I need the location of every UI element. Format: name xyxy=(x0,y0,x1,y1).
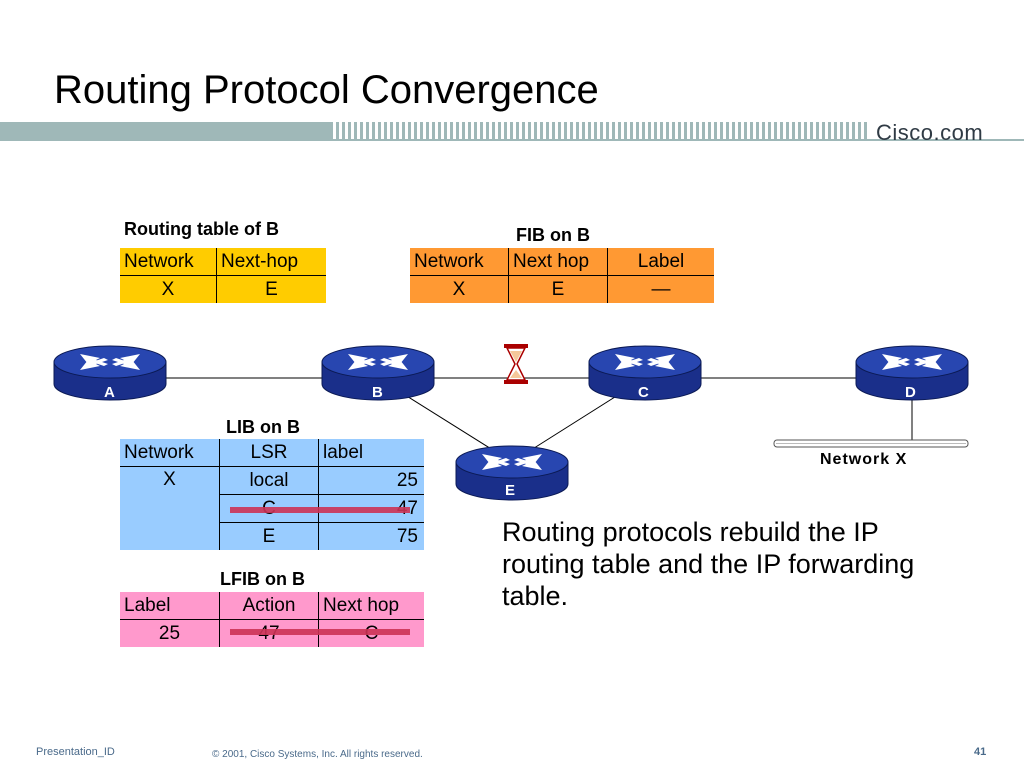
router-b-label: B xyxy=(372,384,383,401)
lfib-table: Label Action Next hop 25 47 C xyxy=(120,592,424,647)
lib-label-cell: 75 xyxy=(318,522,424,550)
router-c-label: C xyxy=(638,384,649,401)
fib-header: Network xyxy=(410,248,509,276)
routing-table-header: Next-hop xyxy=(216,248,326,276)
routing-table-cell: E xyxy=(216,275,326,303)
lib-lsr-cell: E xyxy=(219,522,319,550)
fib-table: Network Next hop Label X E — xyxy=(410,248,714,303)
lib-header: LSR xyxy=(219,439,319,467)
lfib-header: Label xyxy=(120,592,220,620)
fib-caption: FIB on B xyxy=(516,225,590,245)
network-diagram xyxy=(53,344,969,501)
page-number: 41 xyxy=(974,746,987,758)
router-e-label: E xyxy=(505,482,516,499)
fib-cell: X xyxy=(410,275,509,303)
routing-table-caption: Routing table of B xyxy=(124,219,279,239)
description-text: Routing protocols rebuild the IP routing… xyxy=(502,517,915,611)
fib-header: Next hop xyxy=(508,248,608,276)
lib-lsr-cell: local xyxy=(219,466,319,495)
fib-cell: E xyxy=(508,275,608,303)
router-d-label: D xyxy=(905,384,916,401)
lfib-caption: LFIB on B xyxy=(220,569,305,589)
lfib-row-strikethrough xyxy=(230,629,410,635)
network-x-label: Network X xyxy=(820,451,908,468)
routing-table-header: Network xyxy=(120,248,217,276)
fib-header: Label xyxy=(607,248,714,276)
cisco-brand: Cisco.com xyxy=(876,120,984,145)
lfib-header: Next hop xyxy=(318,592,424,620)
lib-header: Network xyxy=(120,439,220,467)
footer-presentation-id: Presentation_ID xyxy=(36,746,115,758)
lib-network-cell: X xyxy=(120,466,220,550)
lfib-header: Action xyxy=(219,592,319,620)
lib-label-cell: 25 xyxy=(318,466,424,495)
lib-caption: LIB on B xyxy=(226,417,300,437)
fib-cell: — xyxy=(607,275,714,303)
footer-copyright: © 2001, Cisco Systems, Inc. All rights r… xyxy=(212,749,423,760)
slide-title: Routing Protocol Convergence xyxy=(54,68,599,112)
routing-table-cell: X xyxy=(120,275,217,303)
lib-row-strikethrough xyxy=(230,507,410,513)
router-a-label: A xyxy=(104,384,115,401)
lfib-label-cell: 25 xyxy=(120,619,220,647)
title-bar-decoration xyxy=(0,122,1024,141)
lib-header: label xyxy=(318,439,424,467)
routing-table: Network Next-hop X E xyxy=(120,248,326,303)
network-x-segment xyxy=(773,439,969,448)
lib-table: Network LSR label X local 25 C 47 E 75 xyxy=(120,439,424,550)
hourglass-icon xyxy=(504,344,528,384)
